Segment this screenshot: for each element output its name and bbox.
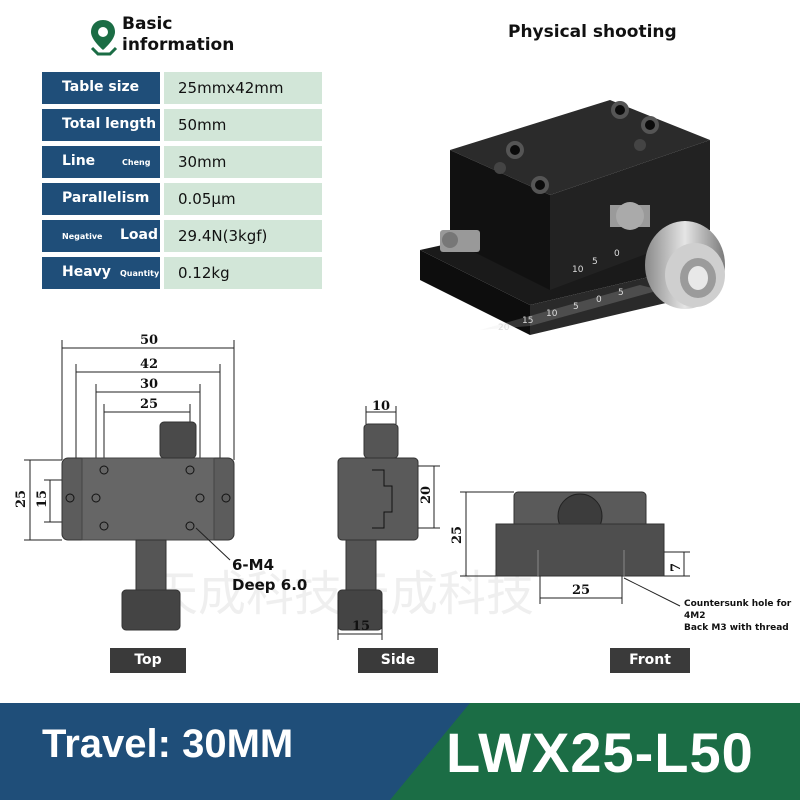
spec-label: Table size xyxy=(62,79,140,95)
spec-value-cell: 25mmx42mm xyxy=(164,72,322,104)
scale-lower-label: 0 xyxy=(596,295,602,305)
scale-upper-label: 10 xyxy=(572,265,584,275)
scale-upper-label: 5 xyxy=(592,257,598,267)
spec-value-cell: 0.12kg xyxy=(164,257,322,289)
spec-value-cell: 0.05μm xyxy=(164,183,322,215)
dim-label: 7 xyxy=(669,563,684,572)
spec-label: Heavy xyxy=(62,264,111,280)
hole-depth-note: Deep 6.0 xyxy=(232,576,307,594)
spec-value: 0.05μm xyxy=(178,190,236,208)
micrometer-knob xyxy=(645,221,725,309)
scale-upper-label: 0 xyxy=(614,249,620,259)
spec-value: 30mm xyxy=(178,153,227,171)
spec-value-cell: 50mm xyxy=(164,109,322,141)
spec-label-small: Quantity xyxy=(120,269,160,278)
travel-banner xyxy=(0,703,470,800)
view-label-top: Top xyxy=(110,648,186,673)
dim-label: 42 xyxy=(140,357,158,372)
spec-row-table-size: Table size 25mmx42mm xyxy=(42,72,322,104)
dim-label: 15 xyxy=(352,619,370,634)
map-pin-icon xyxy=(90,20,118,56)
travel-spec: Travel: 30MM xyxy=(42,722,294,766)
spec-label-cell: Table size xyxy=(42,72,160,104)
model-banner xyxy=(390,703,800,800)
spec-label: Load xyxy=(120,227,159,243)
view-label-front: Front xyxy=(610,648,690,673)
top-view-drawing xyxy=(24,340,235,631)
side-view-drawing xyxy=(337,406,440,640)
countersunk-note: Back M3 with thread xyxy=(684,623,789,633)
basic-information-title: Basic information xyxy=(122,14,234,56)
spec-label-cell: Total length xyxy=(42,109,160,141)
spec-value-cell: 29.4N(3kgf) xyxy=(164,220,322,252)
spec-row-weight: Heavy Quantity 0.12kg xyxy=(42,257,322,289)
spec-label: Parallelism xyxy=(62,190,150,206)
dim-label: 25 xyxy=(140,397,158,412)
spec-value: 29.4N(3kgf) xyxy=(178,227,268,245)
spec-label-cell: Line Cheng xyxy=(42,146,160,178)
spec-value: 25mmx42mm xyxy=(178,79,284,97)
spec-value: 50mm xyxy=(178,116,227,134)
spec-row-load: Negative Load 29.4N(3kgf) xyxy=(42,220,322,252)
hole-note: 6-M4 xyxy=(232,556,274,574)
view-label-side: Side xyxy=(358,648,438,673)
spec-value-cell: 30mm xyxy=(164,146,322,178)
scale-lower-label: 5 xyxy=(573,302,579,312)
dim-label: 25 xyxy=(572,583,590,598)
physical-shooting-title: Physical shooting xyxy=(508,22,677,42)
dim-label: 50 xyxy=(140,333,158,348)
product-photo: 10 5 0 20 15 10 5 0 5 xyxy=(420,100,725,335)
basic-title-line2: information xyxy=(122,35,235,55)
spec-label-small: Negative xyxy=(62,232,103,241)
spec-label-small: Cheng xyxy=(122,158,151,167)
dim-label: 25 xyxy=(450,526,465,544)
spec-label-cell: Parallelism xyxy=(42,183,160,215)
spec-label-cell: Heavy Quantity xyxy=(42,257,160,289)
scale-lower-label: 15 xyxy=(522,316,533,326)
spec-label-cell: Negative Load xyxy=(42,220,160,252)
dim-label: 25 xyxy=(14,490,29,508)
spec-row-parallelism: Parallelism 0.05μm xyxy=(42,183,322,215)
spec-row-line: Line Cheng 30mm xyxy=(42,146,322,178)
countersunk-note: Countersunk hole for xyxy=(684,599,792,609)
scale-lower-label: 20 xyxy=(498,323,510,333)
dim-label: 20 xyxy=(419,486,434,504)
model-number: LWX25-L50 xyxy=(446,721,754,784)
spec-label: Line xyxy=(62,153,96,169)
scale-lower-label: 10 xyxy=(546,309,558,319)
countersunk-note: 4M2 xyxy=(684,611,705,621)
scale-markings: 10 5 0 20 15 10 5 0 5 xyxy=(498,249,624,333)
spec-label: Total length xyxy=(62,116,157,132)
scale-lower-label: 5 xyxy=(618,288,624,298)
dim-label: 15 xyxy=(35,490,50,508)
spec-row-total-length: Total length 50mm xyxy=(42,109,322,141)
dim-label: 30 xyxy=(140,377,158,392)
spec-value: 0.12kg xyxy=(178,264,230,282)
basic-title-line1: Basic xyxy=(122,14,173,34)
technical-drawings: 天成科技天成科技 xyxy=(14,333,792,640)
dim-label: 10 xyxy=(372,399,390,414)
front-view-drawing xyxy=(460,491,690,607)
